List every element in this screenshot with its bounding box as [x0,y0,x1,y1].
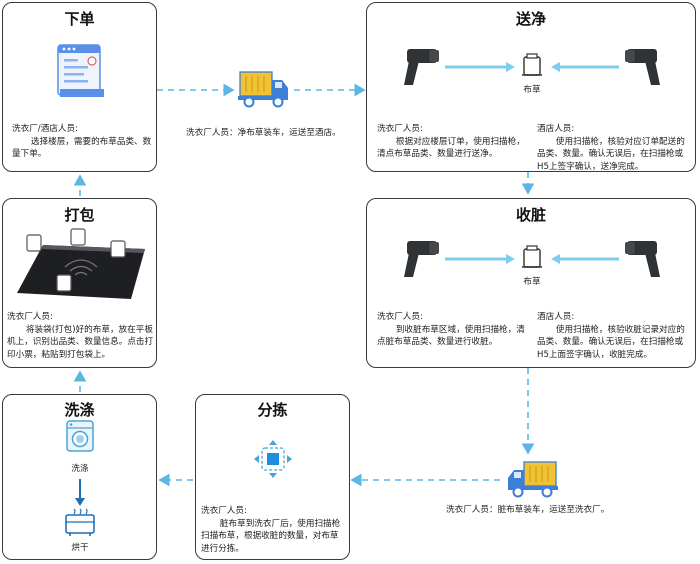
linen-icon [522,245,542,268]
wash-title: 洗涤 [64,401,95,419]
collect-dirty-title: 收脏 [515,206,546,224]
sort-desc: 脏布草到洗衣厂后，使用扫描枪扫描布草，根据收脏的数量，对布草进行分拣。 [201,518,341,554]
sort-title: 分拣 [257,401,288,419]
order-text: 洗衣厂/酒店人员: 选择楼层，需要的布草品类、数量下单。 [12,123,152,161]
collect-dirty-right-role: 酒店人员: [537,312,575,322]
deliver-clean-right-desc: 使用扫描枪，核验对应订单配送的品类、数量。确认无误后，在扫描枪或H5上签字确认，… [537,136,685,172]
scan-arrows [445,62,619,72]
wash-to-dry-arrow [75,479,85,506]
deliver-clean-left-role: 洗衣厂人员: [377,124,423,134]
pack-card: 打包 洗衣厂人员: 将装袋(打包)好的布草，放在平板机上，识别出品类、数量信息。… [2,198,157,368]
collect-dirty-right-text: 酒店人员: 使用扫描枪，核验收脏记录对应的品类、数量。确认无误后，在扫描枪或H5… [537,311,692,361]
deliver-clean-right-role: 酒店人员: [537,124,575,134]
sort-text: 洗衣厂人员: 脏布草到洗衣厂后，使用扫描枪扫描布草，根据收脏的数量，对布草进行分… [201,505,347,555]
deliver-clean-left-desc: 根据对应楼层订单，使用扫描枪，清点布草品类、数量进行送净。 [377,136,525,160]
washing-machine-icon [66,420,94,452]
collect-dirty-item-label: 布草 [523,277,541,287]
deliver-clean-card: 送净 布草 洗衣厂人员: 根据对应楼层订单，使用扫描枪，清点布草品类、数量进行送… [366,2,696,172]
dryer-icon [65,508,95,536]
scan-arrows [445,254,619,264]
deliver-clean-title: 送净 [515,10,546,28]
truck-top-text: 洗衣厂人员：净布草装车，运送至酒店。 [186,128,341,138]
deliver-clean-item-label: 布草 [523,85,541,95]
collect-dirty-right-desc: 使用扫描枪，核验收脏记录对应的品类、数量。确认无误后，在扫描枪或H5上面签字确认… [537,324,685,360]
deliver-clean-left-text: 洗衣厂人员: 根据对应楼层订单，使用扫描枪，清点布草品类、数量进行送净。 [377,123,532,161]
rfid-tablet-icon [17,228,145,299]
order-card: 下单 洗衣厂/酒店人员: 选择楼层，需要的布草品类、数量下单。 [2,2,157,172]
pack-role: 洗衣厂人员: [7,312,53,322]
pack-text: 洗衣厂人员: 将装袋(打包)好的布草，放在平板机上，识别出品类、数量信息。点击打… [7,311,155,361]
sorting-icon [254,440,292,478]
collect-dirty-card: 收脏 布草 洗衣厂人员: 到收脏布草区域，使用扫描枪，清点脏布草品类、数量进行收… [366,198,696,368]
wash-card: 洗涤 洗涤 烘干 [2,394,157,560]
delivery-truck-icon-top [238,71,288,108]
sort-card: 分拣 洗衣厂人员: 脏布草到洗衣厂后，使用扫描枪扫描布草，根据收脏的数量，对布草… [195,394,350,560]
linen-icon [522,53,542,76]
sort-role: 洗衣厂人员: [201,506,247,516]
dry-label: 烘干 [71,543,89,553]
scanner-gun-icon-left [404,241,439,277]
order-desc: 选择楼层，需要的布草品类、数量下单。 [12,136,152,160]
pack-desc: 将装袋(打包)好的布草，放在平板机上，识别出品类、数量信息。点击打印小票，粘贴到… [7,324,154,360]
wash-label: 洗涤 [71,464,89,474]
truck-bottom-text: 洗衣厂人员：脏布草装车，运送至洗衣厂。 [446,505,610,515]
order-role: 洗衣厂/酒店人员: [12,124,78,134]
scanner-gun-icon-left [404,49,439,85]
collect-dirty-left-text: 洗衣厂人员: 到收脏布草区域，使用扫描枪，清点脏布草品类、数量进行收脏。 [377,311,532,349]
order-title: 下单 [64,10,95,28]
scanner-gun-icon-right [625,49,660,85]
collect-dirty-left-desc: 到收脏布草区域，使用扫描枪，清点脏布草品类、数量进行收脏。 [377,324,525,348]
document-icon [57,44,104,97]
pack-title: 打包 [64,206,95,224]
collect-dirty-left-role: 洗衣厂人员: [377,312,423,322]
delivery-truck-icon-bottom [508,461,558,498]
deliver-clean-right-text: 酒店人员: 使用扫描枪，核验对应订单配送的品类、数量。确认无误后，在扫描枪或H5… [537,123,692,173]
scanner-gun-icon-right [625,241,660,277]
